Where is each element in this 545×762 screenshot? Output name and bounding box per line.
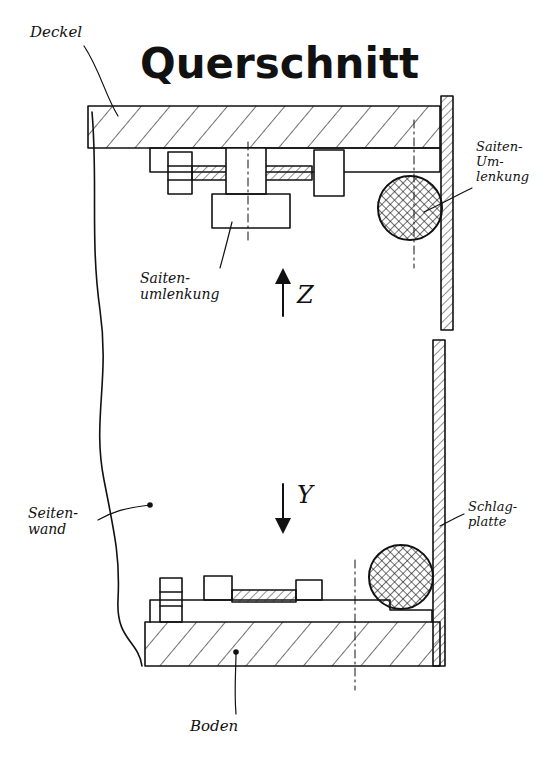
center-line	[355, 560, 356, 690]
lid-label: Deckel	[30, 24, 82, 41]
deflection-roller	[369, 545, 433, 609]
bolt-head-edge	[168, 179, 192, 181]
string-deflection-label: Saiten- umlenkung	[140, 270, 220, 302]
string-deflection-label: Saiten- Um- lenkung	[476, 140, 529, 185]
leader-line	[235, 652, 237, 714]
floor	[145, 622, 440, 666]
bolt-head-edge	[160, 605, 182, 607]
leader-lines	[84, 46, 472, 714]
spacer	[226, 148, 266, 194]
top-string-deflection	[150, 120, 442, 268]
bolt-head-edge	[160, 591, 182, 593]
spacer	[204, 576, 232, 600]
threaded-rod	[232, 590, 296, 602]
leader-line	[84, 46, 118, 116]
leader-dot	[234, 650, 238, 654]
leader-line	[98, 505, 150, 520]
leader-line	[440, 514, 464, 526]
nut	[314, 150, 344, 196]
bottom-string-deflection	[150, 545, 433, 690]
nut	[296, 580, 322, 600]
lid	[88, 106, 440, 148]
side-wall-label: Seiten- wand	[28, 505, 78, 537]
bolt-head	[168, 152, 192, 194]
strike-plate-label: Schlag- platte	[468, 500, 517, 530]
deflection-block	[212, 194, 290, 228]
center-line	[248, 142, 249, 240]
direction-arrow	[282, 276, 284, 316]
strike-plate-upper	[441, 96, 453, 330]
leader-line	[220, 222, 232, 268]
axis-label: Y	[297, 482, 313, 510]
strike-plate-lower	[433, 340, 445, 666]
side-wall	[92, 112, 142, 666]
title: Querschnitt	[140, 40, 419, 88]
direction-arrow	[282, 484, 284, 526]
bolt-head-edge	[168, 165, 192, 167]
leader-dot	[148, 503, 152, 507]
bolt-head	[160, 578, 182, 622]
leader-line	[424, 188, 472, 212]
floor-label: Boden	[190, 718, 238, 735]
axis-label: Z	[297, 282, 314, 310]
